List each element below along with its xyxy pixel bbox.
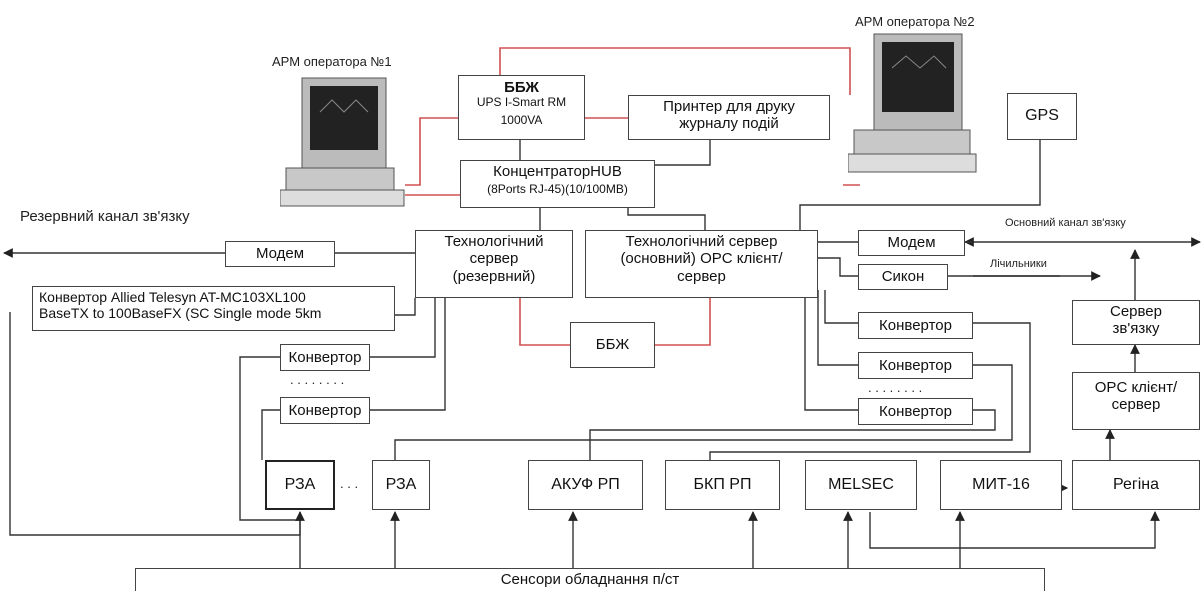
gps-box: GPS bbox=[1007, 93, 1077, 140]
power-links bbox=[405, 47, 860, 346]
server-reserve-line1: Технологічний bbox=[444, 233, 544, 250]
regina-box: Регіна bbox=[1072, 460, 1200, 510]
hub-title: КонцентраторHUB bbox=[493, 163, 622, 180]
ups-main-title: ББЖ bbox=[504, 79, 539, 96]
server-reserve-box: Технологічний сервер (резервний) bbox=[415, 230, 573, 298]
comm-server-line2: зв'язку bbox=[1112, 320, 1160, 338]
sensors-bar: Сенсори обладнання п/ст bbox=[135, 568, 1045, 591]
converter-left-2: Конвертор bbox=[280, 397, 370, 424]
sikon-box: Сикон bbox=[858, 264, 948, 290]
comm-server-box: Сервер зв'язку bbox=[1072, 300, 1200, 345]
opc-client-line1: OPC клієнт/ bbox=[1094, 379, 1178, 396]
printer-line2: журналу подій bbox=[679, 115, 779, 133]
computer-icon bbox=[848, 33, 977, 173]
mit16-box: МИТ-16 bbox=[940, 460, 1062, 510]
converter-allied-line2: BaseTX to 100BaseFX (SC Single mode 5km bbox=[39, 305, 322, 322]
ups-main-capacity: 1000VA bbox=[500, 113, 543, 128]
printer-box: Принтер для друку журналу подій bbox=[628, 95, 830, 140]
arm1-label: АРМ оператора №1 bbox=[272, 54, 392, 69]
hub-spec: (8Ports RJ-45)(10/100MB) bbox=[487, 182, 628, 197]
server-reserve-line2: сервер bbox=[469, 250, 519, 268]
server-main-box: Технологічний сервер (основний) OPC кліє… bbox=[585, 230, 818, 298]
main-channel-label: Основний канал зв'язку bbox=[1005, 217, 1126, 229]
arm2-label: АРМ оператора №2 bbox=[855, 14, 975, 29]
converter-allied-box: Конвертор Allied Telesyn AT-MC103XL100 B… bbox=[32, 286, 395, 331]
converter-left-1: Конвертор bbox=[280, 344, 370, 371]
ups-small-box: ББЖ bbox=[570, 322, 655, 368]
comm-server-line1: Сервер bbox=[1109, 303, 1162, 320]
hub-box: КонцентраторHUB (8Ports RJ-45)(10/100MB) bbox=[460, 160, 655, 208]
converters-left-dots: . . . . . . . . bbox=[290, 372, 345, 387]
printer-line1: Принтер для друку bbox=[663, 98, 795, 115]
server-main-line1: Технологічний сервер bbox=[625, 233, 778, 250]
modem-right-box: Модем bbox=[858, 230, 965, 256]
rza-dots: . . . bbox=[340, 476, 359, 491]
converter-right-3: Конвертор bbox=[858, 398, 973, 425]
akuf-box: АКУФ РП bbox=[528, 460, 643, 510]
server-reserve-line3: (резервний) bbox=[452, 267, 536, 285]
bkp-box: БКП РП bbox=[665, 460, 780, 510]
melsec-box: MELSEC bbox=[805, 460, 917, 510]
server-main-line2: (основний) OPC клієнт/ bbox=[620, 250, 783, 268]
converter-allied-line1: Конвертор Allied Telesyn AT-MC103XL100 bbox=[39, 289, 306, 305]
rza-1-box: РЗА bbox=[265, 460, 335, 510]
converter-right-2: Конвертор bbox=[858, 352, 973, 379]
modem-left-box: Модем bbox=[225, 241, 335, 267]
server-main-line3: сервер bbox=[677, 267, 726, 285]
converter-right-1: Конвертор bbox=[858, 312, 973, 339]
ups-main-box: ББЖ UPS I-Smart RM 1000VA bbox=[458, 75, 585, 140]
computer-icon bbox=[280, 77, 405, 207]
opc-client-line2: сервер bbox=[1111, 396, 1161, 414]
converters-right-dots: . . . . . . . . bbox=[868, 380, 923, 395]
data-links bbox=[3, 140, 1201, 568]
ups-main-model: UPS I-Smart RM bbox=[476, 95, 567, 110]
rza-2-box: РЗА bbox=[372, 460, 430, 510]
meters-label: Лічильники bbox=[990, 258, 1047, 270]
reserve-channel-label: Резервний канал зв'язку bbox=[20, 208, 190, 225]
opc-client-box: OPC клієнт/ сервер bbox=[1072, 372, 1200, 430]
